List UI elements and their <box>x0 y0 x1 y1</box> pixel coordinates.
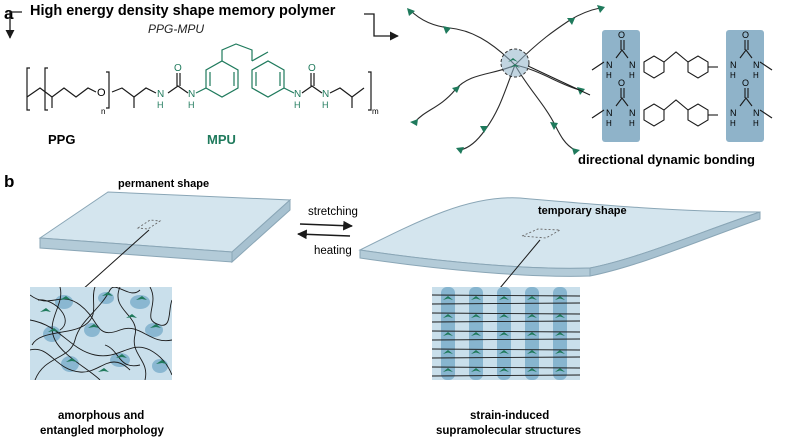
label-ppg: PPG <box>48 132 75 147</box>
aligned-urea-block <box>443 350 453 354</box>
hb-n1: N <box>606 60 613 70</box>
aligned-urea-block <box>527 314 537 318</box>
hb-h8: H <box>753 119 759 128</box>
aligned-urea-block <box>499 350 509 354</box>
aligned-urea-block <box>443 332 453 336</box>
zoom-line-a <box>527 65 591 96</box>
atom-o-1: O <box>174 63 182 74</box>
hbond-box-left <box>602 30 640 142</box>
atom-n-1: N <box>157 89 164 100</box>
atom-h-3: H <box>294 100 301 110</box>
panel-b-letter: b <box>4 172 14 191</box>
hb-h4: H <box>629 119 635 128</box>
aligned-urea-block <box>527 350 537 354</box>
aligned-urea-block <box>499 314 509 318</box>
panel-a-title: High energy density shape memory polymer <box>30 3 336 19</box>
atom-h-1: H <box>157 100 164 110</box>
hb-o1: O <box>618 30 625 40</box>
urea-blocks <box>407 5 605 155</box>
atom-n-4: N <box>322 89 329 100</box>
permanent-plate <box>38 191 292 264</box>
panel-a-subtitle: PPG-MPU <box>148 22 204 36</box>
temporary-plate <box>358 197 761 277</box>
hb-o2: O <box>618 78 625 88</box>
hb-o3: O <box>742 30 749 40</box>
hb-h6: H <box>753 71 759 80</box>
atom-h-4: H <box>322 100 329 110</box>
aligned-urea-block <box>527 332 537 336</box>
heating-label: heating <box>314 245 352 257</box>
hb-n3: N <box>606 108 613 118</box>
aligned-urea-block <box>555 332 565 336</box>
hb-h3: H <box>606 119 612 128</box>
subscript-m: m <box>372 107 379 116</box>
caption-right-line1: strain-induced <box>470 410 549 422</box>
aligned-morphology <box>432 287 580 380</box>
temporary-shape-label: temporary shape <box>538 205 627 217</box>
hb-n5: N <box>730 60 737 70</box>
title-left-bent-arrow <box>5 11 22 39</box>
hb-n8: N <box>753 108 760 118</box>
aligned-urea-block <box>443 314 453 318</box>
aligned-urea-block <box>471 368 481 372</box>
mpu-segment <box>205 43 295 98</box>
caption-left-line2: entangled morphology <box>40 425 165 437</box>
stretching-arrow <box>299 220 353 231</box>
stretching-label: stretching <box>308 206 358 218</box>
hb-n2: N <box>629 60 636 70</box>
atom-o-2: O <box>308 63 316 74</box>
aligned-urea-block <box>555 350 565 354</box>
atom-n-3: N <box>294 89 301 100</box>
star-network <box>409 7 601 151</box>
aligned-urea-block <box>555 368 565 372</box>
hbond-detail: N H N H O N H N H O N H N H O N H N H O <box>591 30 773 142</box>
hb-h2: H <box>629 71 635 80</box>
junction-highlight <box>500 48 530 78</box>
zoom-line-left <box>81 229 150 291</box>
atom-o: O <box>97 87 106 99</box>
aligned-urea-block <box>555 296 565 300</box>
bonding-caption: directional dynamic bonding <box>578 152 755 167</box>
aligned-urea-block <box>471 332 481 336</box>
subscript-n: n <box>101 107 105 116</box>
permanent-sample-marker <box>136 219 162 230</box>
title-right-bent-arrow <box>364 13 399 41</box>
caption-right-line2: supramolecular structures <box>436 425 581 437</box>
permanent-shape-label: permanent shape <box>118 178 209 190</box>
zoom-line-right <box>499 239 541 289</box>
hb-h5: H <box>730 71 736 80</box>
aligned-urea-block <box>527 368 537 372</box>
hb-n7: N <box>730 108 737 118</box>
hbond-box-right <box>726 30 764 142</box>
aligned-urea-block <box>443 368 453 372</box>
hb-o4: O <box>742 78 749 88</box>
atom-h-2: H <box>188 100 195 110</box>
hb-h1: H <box>606 71 612 80</box>
aligned-urea-block <box>527 296 537 300</box>
amorphous-morphology <box>30 287 172 380</box>
chemical-structure-right <box>301 71 372 111</box>
panel-a-letter: a <box>4 4 14 23</box>
chemical-structure <box>26 67 207 111</box>
aligned-urea-block <box>499 368 509 372</box>
caption-left-line1: amorphous and <box>58 410 144 422</box>
aligned-urea-block <box>499 296 509 300</box>
atom-n-2: N <box>188 89 195 100</box>
hb-h7: H <box>730 119 736 128</box>
hb-n6: N <box>753 60 760 70</box>
label-mpu: MPU <box>207 132 236 147</box>
hb-n4: N <box>629 108 636 118</box>
aligned-urea-block <box>471 314 481 318</box>
aligned-urea-block <box>443 296 453 300</box>
aligned-urea-block <box>555 314 565 318</box>
heating-arrow <box>297 229 351 240</box>
aligned-urea-block <box>499 332 509 336</box>
aligned-urea-block <box>471 350 481 354</box>
aligned-urea-block <box>471 296 481 300</box>
